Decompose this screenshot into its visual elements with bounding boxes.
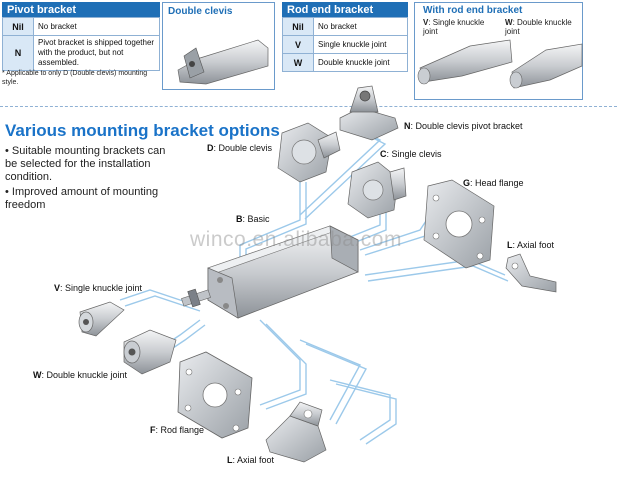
pivot-desc-cell: Pivot bracket is shipped together with t…: [33, 35, 160, 71]
pivot-bracket-header: Pivot bracket: [2, 2, 160, 17]
label-double-clevis-pivot-bracket: N: Double clevis pivot bracket: [404, 121, 523, 131]
watermark: winco.en.alibaba.com: [190, 228, 402, 251]
label-head-flange: G: Head flange: [463, 178, 524, 188]
pivot-bracket-table: Nil No bracket N Pivot bracket is shippe…: [2, 17, 160, 71]
label-basic: B: Basic: [236, 214, 270, 224]
label-double-knuckle-joint: W: Double knuckle joint: [33, 370, 128, 380]
page-title: Various mounting bracket options: [5, 121, 280, 140]
double-clevis-panel-image: [177, 39, 269, 85]
double-clevis-pivot-bracket-image: [339, 85, 399, 141]
table-row: V Single knuckle joint: [282, 35, 408, 54]
label-single-clevis: C: Single clevis: [380, 149, 442, 159]
table-row: Nil No bracket: [282, 17, 408, 36]
label-single-knuckle-joint: V: Single knuckle joint: [54, 283, 143, 293]
label-double-clevis: D: Double clevis: [207, 143, 273, 153]
rod-end-desc-cell: Double knuckle joint: [313, 53, 408, 72]
with-rod-end-v-caption: V: Single knuckle joint: [423, 18, 485, 36]
single-clevis-image: [347, 161, 407, 219]
table-row: N Pivot bracket is shipped together with…: [2, 35, 160, 71]
pivot-code-cell: N: [2, 35, 34, 71]
basic-cylinder-image: [181, 225, 359, 319]
with-rod-end-panel-title: With rod end bracket: [423, 5, 523, 16]
pivot-note: * Applicable to only D (Double clevis) m…: [2, 70, 148, 86]
feature-bullet: • Suitable mounting brackets can be sele…: [5, 145, 166, 183]
double-clevis-image: [277, 122, 341, 183]
rod-end-bracket-header: Rod end bracket: [282, 2, 408, 17]
with-rod-end-v-image: [417, 39, 513, 85]
single-knuckle-joint-image: [78, 301, 125, 337]
label-rod-flange: F: Rod flange: [150, 425, 205, 435]
with-rod-end-panel: With rod end bracket V: Single knuckle j…: [414, 2, 583, 100]
with-rod-end-w-caption: W: Double knuckle joint: [505, 18, 572, 36]
double-knuckle-joint-image: [123, 329, 177, 375]
section-divider: [0, 106, 617, 107]
double-clevis-panel: Double clevis: [162, 2, 275, 90]
label-axial-foot-top: L: Axial foot: [507, 240, 555, 250]
rod-flange-image: [177, 351, 253, 439]
head-flange-image: [423, 179, 495, 269]
feature-bullet: • Improved amount of mounting freedom: [5, 186, 159, 211]
axial-foot-bottom-image: [265, 401, 327, 463]
axial-foot-top-image: [505, 253, 557, 293]
double-clevis-panel-title: Double clevis: [168, 6, 233, 17]
rod-end-code-cell: Nil: [282, 17, 314, 36]
rod-end-bracket-table: Nil No bracket V Single knuckle joint W …: [282, 17, 408, 72]
table-row: W Double knuckle joint: [282, 53, 408, 72]
label-axial-foot-bottom: L: Axial foot: [227, 455, 275, 465]
table-row: Nil No bracket: [2, 17, 160, 36]
rod-end-code-cell: W: [282, 53, 314, 72]
with-rod-end-w-image: [509, 43, 583, 89]
